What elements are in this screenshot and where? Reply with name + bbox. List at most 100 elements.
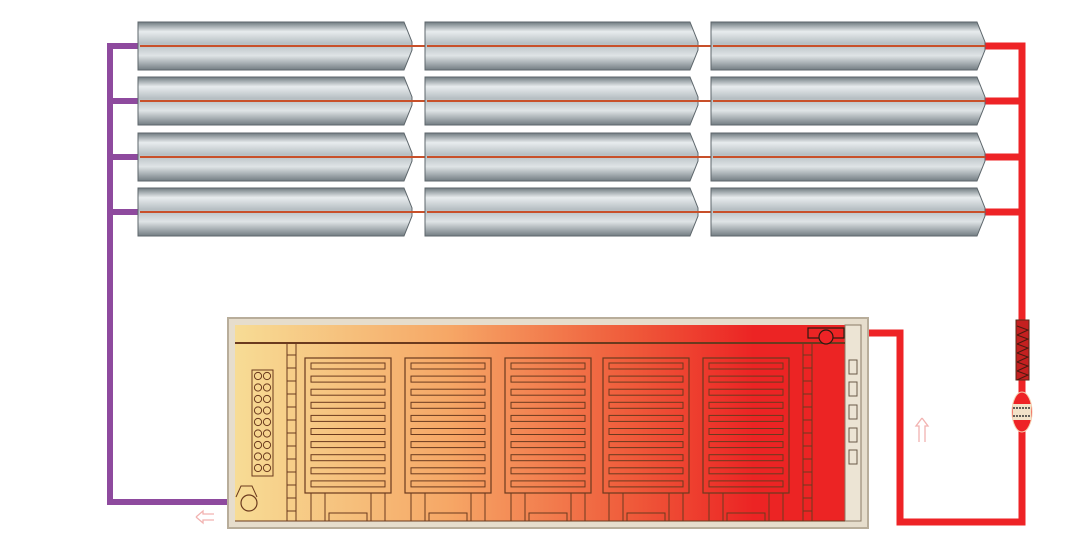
- evacuated-tube: [137, 187, 425, 237]
- rack-leg: [470, 492, 486, 522]
- evacuated-tube: [137, 132, 425, 182]
- exchanger-tube: [262, 440, 272, 450]
- evacuated-tube: [137, 76, 425, 126]
- support-column: [802, 342, 813, 522]
- evacuated-tube: [424, 76, 711, 126]
- tray-slat: [708, 467, 784, 475]
- tray-slat: [510, 428, 586, 435]
- air-outlet-arrow-icon: [195, 509, 214, 525]
- tray-slat: [510, 375, 586, 383]
- exchanger-tube: [253, 440, 263, 450]
- exchanger-tube: [253, 429, 263, 438]
- exchanger-tube: [262, 371, 272, 381]
- tray-rack: [504, 357, 592, 522]
- rack-leg: [370, 492, 386, 522]
- rack-base: [726, 512, 766, 522]
- rack-leg: [310, 492, 326, 522]
- rack-frame: [404, 357, 492, 494]
- tray-slat: [410, 375, 486, 383]
- tray-slat: [510, 401, 586, 409]
- exchanger-tube: [262, 452, 272, 461]
- exchanger-tube: [253, 406, 263, 415]
- evacuated-tube: [424, 21, 711, 71]
- rack-leg: [708, 492, 724, 522]
- tray-slat: [708, 428, 784, 435]
- piping: [107, 42, 1033, 526]
- evacuated-tube: [424, 132, 711, 182]
- tray-slat: [310, 480, 386, 488]
- rack-frame: [504, 357, 592, 494]
- rack-leg: [570, 492, 586, 522]
- rack-leg: [668, 492, 684, 522]
- tray-slat: [708, 401, 784, 409]
- heater-coil: [1016, 361, 1030, 372]
- heated-chamber: [235, 325, 845, 521]
- tray-slat: [708, 454, 784, 462]
- vent-slot: [848, 427, 858, 443]
- evacuated-tube: [710, 132, 986, 182]
- exchanger-tube: [262, 429, 272, 438]
- evacuated-tube: [137, 21, 425, 71]
- evacuated-tube: [710, 76, 986, 126]
- hot-supply-pipe: [830, 42, 1026, 526]
- inlet-fan: [240, 494, 258, 512]
- outlet-fan: [818, 329, 834, 345]
- tray-rack: [602, 357, 690, 522]
- tray-slat: [608, 401, 684, 409]
- tray-slat: [510, 362, 586, 370]
- tray-slat: [410, 414, 486, 422]
- exchanger-tube: [253, 371, 263, 381]
- tray-slat: [310, 428, 386, 435]
- tray-slat: [608, 441, 684, 449]
- support-column: [286, 342, 297, 522]
- tray-slat: [410, 388, 486, 396]
- rack-leg: [410, 492, 426, 522]
- heater-coil: [1016, 352, 1030, 363]
- tray-slat: [310, 375, 386, 383]
- rack-frame: [702, 357, 790, 494]
- tray-slat: [510, 414, 586, 422]
- exhaust-section: [844, 324, 862, 522]
- tray-slat: [310, 401, 386, 409]
- heater-coil: [1016, 325, 1030, 336]
- heater-coil: [1016, 370, 1030, 381]
- heat-exchanger: [251, 369, 274, 477]
- tray-slat: [310, 467, 386, 475]
- flow-arrows: [195, 417, 930, 525]
- tray-slat: [410, 401, 486, 409]
- heater-coil: [1016, 334, 1030, 345]
- tray-slat: [410, 441, 486, 449]
- tray-slat: [708, 388, 784, 396]
- exchanger-tube: [262, 417, 272, 427]
- tray-slat: [310, 388, 386, 396]
- rack-leg: [768, 492, 784, 522]
- evacuated-tube: [424, 187, 711, 237]
- exchanger-tube: [253, 394, 263, 404]
- tray-slat: [410, 480, 486, 488]
- fan-housing: [235, 485, 258, 498]
- rack-base: [626, 512, 666, 522]
- tray-slat: [310, 362, 386, 370]
- rack-leg: [510, 492, 526, 522]
- heater-coil: [1016, 343, 1030, 354]
- tray-slat: [608, 362, 684, 370]
- rack-base: [328, 512, 368, 522]
- exchanger-tube: [253, 417, 263, 427]
- tray-rack: [404, 357, 492, 522]
- tray-slat: [510, 454, 586, 462]
- collector-array: [137, 21, 986, 237]
- vent-slot: [848, 381, 858, 397]
- tray-slat: [410, 362, 486, 370]
- tray-slat: [708, 480, 784, 488]
- tray-slat: [608, 375, 684, 383]
- rack-leg: [608, 492, 624, 522]
- tray-slat: [708, 375, 784, 383]
- exchanger-tube: [262, 463, 272, 473]
- tray-slat: [310, 441, 386, 449]
- tray-slat: [708, 441, 784, 449]
- exchanger-tube: [253, 383, 263, 392]
- cold-return-pipe: [107, 43, 240, 505]
- exchanger-tube: [253, 463, 263, 473]
- rack-frame: [304, 357, 392, 494]
